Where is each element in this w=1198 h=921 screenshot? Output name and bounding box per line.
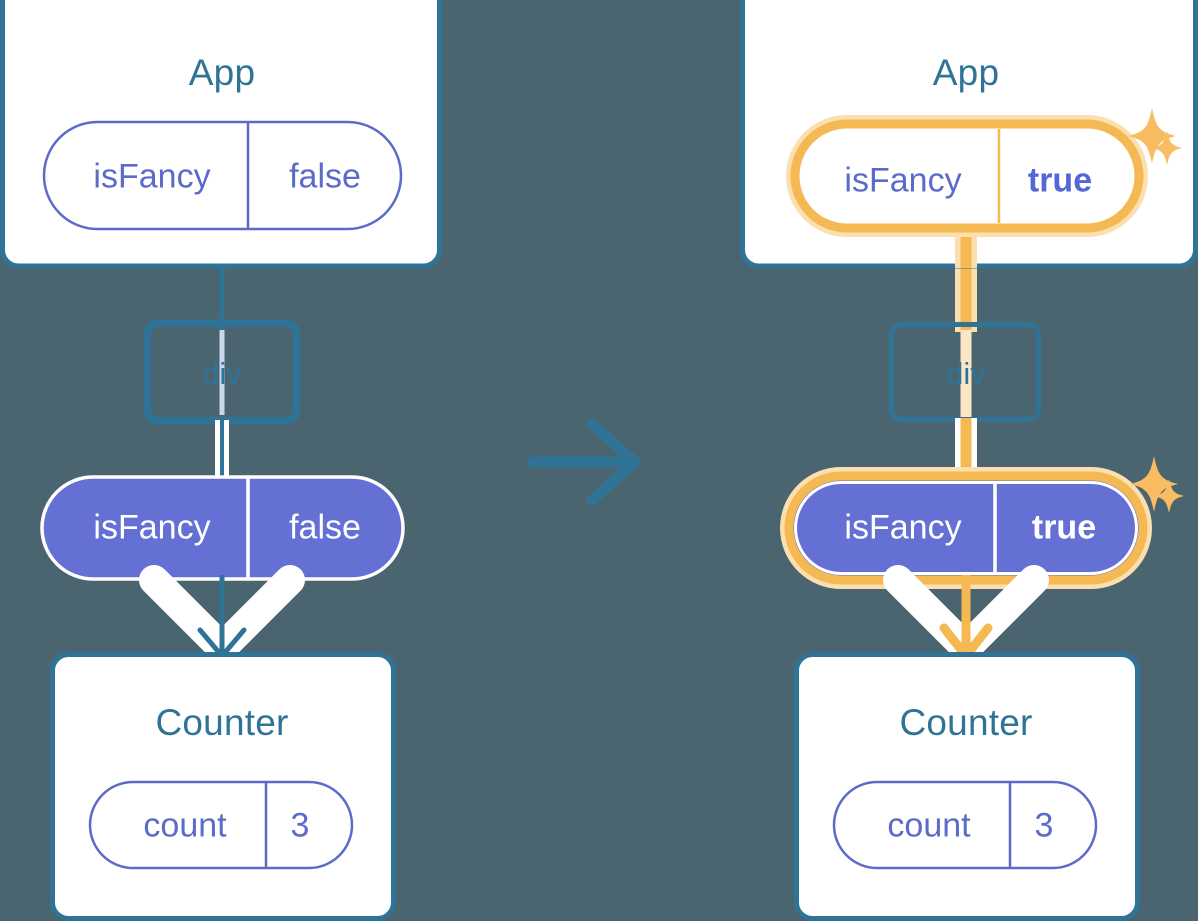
prop-pill <box>40 475 405 581</box>
sparkle-small-icon <box>1152 131 1182 165</box>
transition-arrow-icon <box>527 418 641 506</box>
div-card <box>143 319 301 425</box>
app-state-pill <box>42 120 403 231</box>
counter-state-pill <box>88 780 354 870</box>
prop-pill <box>780 467 1152 589</box>
sparkle-large-icon <box>1128 108 1176 164</box>
sparkle-small-icon <box>1154 479 1184 513</box>
counter-state-pill <box>832 780 1098 870</box>
sparkle-large-icon <box>1130 456 1178 512</box>
div-card-border <box>146 322 298 422</box>
app-state-pill <box>786 115 1148 237</box>
panel-after <box>740 0 1198 921</box>
panel-before <box>0 0 442 921</box>
